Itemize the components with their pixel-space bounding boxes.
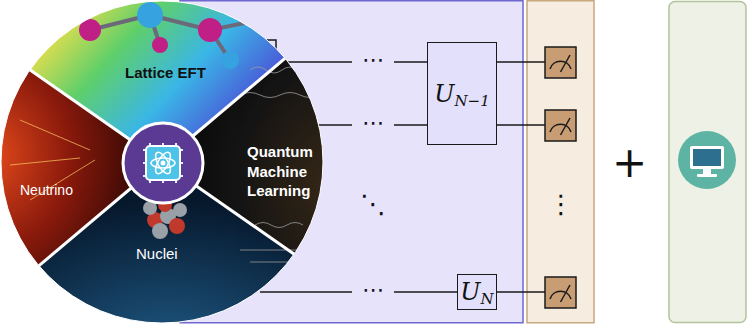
gate-symbol: U <box>460 278 480 306</box>
ellipsis: ⋮ <box>548 188 574 222</box>
plus-sign: + <box>612 136 647 191</box>
ellipsis: ⋯ <box>362 276 384 305</box>
ellipsis: ⋱ <box>360 188 386 222</box>
ellipsis: ⋯ <box>362 109 384 138</box>
gate-subscript: N <box>481 290 494 308</box>
sector-label: Nuclei <box>136 244 178 264</box>
sector-label: Quantum Machine Learning <box>247 142 327 201</box>
ellipsis: ⋯ <box>362 46 384 75</box>
gate-box: UN <box>457 274 497 310</box>
gate-box: UN−1 <box>427 42 497 145</box>
sector-label: Neutrino <box>20 181 73 199</box>
gate-symbol: U <box>434 80 454 108</box>
gate-subscript: N−1 <box>454 92 489 110</box>
sector-label: Lattice EFT <box>125 63 206 83</box>
meters <box>545 47 576 308</box>
